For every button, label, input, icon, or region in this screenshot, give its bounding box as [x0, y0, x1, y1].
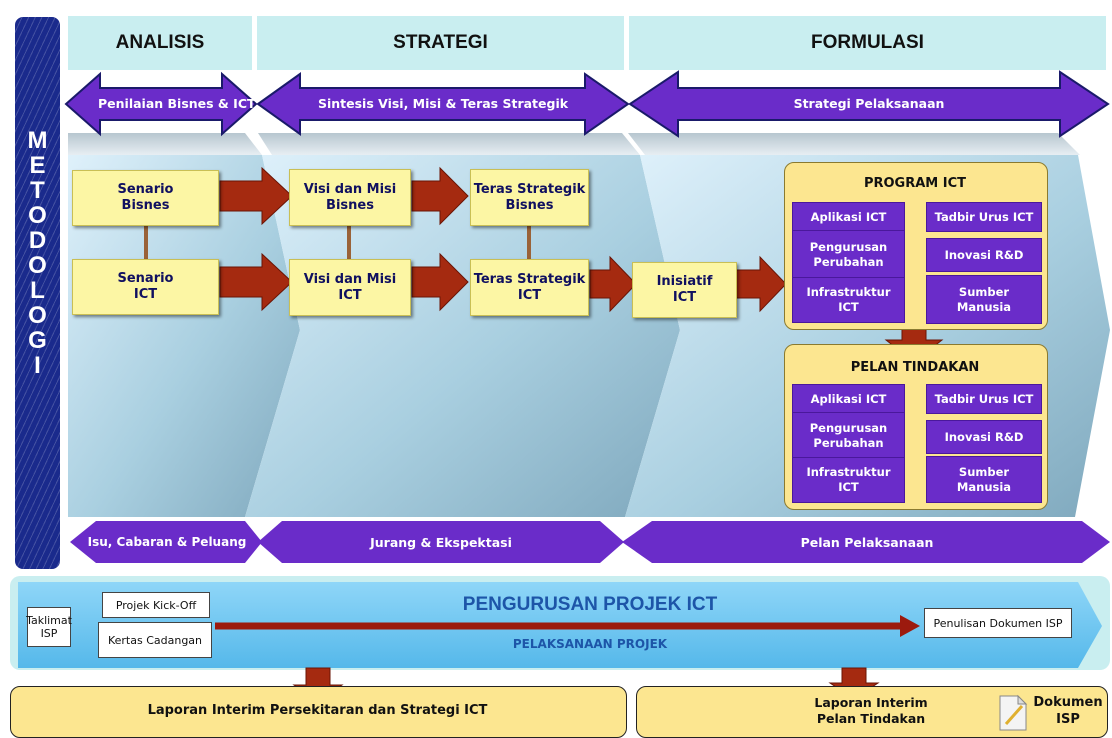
- flow-arrow-senario-bisnes: [219, 166, 293, 226]
- box-projek-kickoff: Projek Kick-Off: [102, 592, 210, 618]
- label-isu-cabaran: Isu, Cabaran & Peluang: [87, 535, 247, 549]
- chevron-analisis: [68, 155, 300, 517]
- dokumen-isp-label: Dokumen ISP: [1033, 695, 1103, 727]
- metodologi-letter: O: [28, 252, 47, 279]
- arrow-pelan-pelaksanaan: [622, 521, 1110, 563]
- box-senario-ict: Senario ICT: [72, 259, 219, 315]
- pelan-tadbir-urus-ict: Tadbir Urus ICT: [926, 384, 1042, 414]
- program-inovasi-rd: Inovasi R&D: [926, 238, 1042, 272]
- pelan-infrastruktur-ict: Infrastruktur ICT: [792, 457, 905, 503]
- box-senario-bisnes: Senario Bisnes: [72, 170, 219, 226]
- chevron-analisis-top: [68, 133, 262, 155]
- phase-analisis: ANALISIS: [68, 16, 252, 70]
- metodologi-letter: E: [29, 152, 46, 179]
- document-icon: [999, 694, 1028, 731]
- phase-formulasi: FORMULASI: [629, 16, 1106, 70]
- projek-title: PENGURUSAN PROJEK ICT: [462, 594, 718, 615]
- flow-arrow-inisiatif: [735, 255, 787, 313]
- arrow-sintesis: [256, 72, 630, 136]
- box-penulisan-dokumen: Penulisan Dokumen ISP: [924, 608, 1072, 638]
- laporan-right-text: Laporan Interim Pelan Tindakan: [814, 695, 928, 726]
- box-teras-bisnes: Teras Strategik Bisnes: [470, 169, 589, 226]
- pelan-sumber-manusia: Sumber Manusia: [926, 456, 1042, 503]
- label-pelan-pelaksanaan: Pelan Pelaksanaan: [800, 535, 934, 550]
- label-sintesis: Sintesis Visi, Misi & Teras Strategik: [317, 96, 569, 111]
- program-pengurusan-perubahan: Pengurusan Perubahan: [792, 230, 905, 279]
- metodologi-bar: [15, 17, 60, 569]
- program-sumber-manusia: Sumber Manusia: [926, 275, 1042, 324]
- metodologi-letter: L: [30, 277, 45, 304]
- pelan-pengurusan-perubahan: Pengurusan Perubahan: [792, 412, 905, 459]
- phase-strategi: STRATEGI: [257, 16, 624, 70]
- flow-arrow-visi-ict: [411, 252, 469, 312]
- program-infrastruktur-ict: Infrastruktur ICT: [792, 277, 905, 323]
- pelan-aplikasi-ict: Aplikasi ICT: [792, 384, 905, 414]
- program-aplikasi-ict: Aplikasi ICT: [792, 202, 905, 232]
- metodologi-letter: T: [30, 177, 45, 204]
- label-jurang: Jurang & Ekspektasi: [370, 535, 512, 550]
- flow-arrow-teras-ict: [589, 255, 637, 313]
- connector-visi: [347, 224, 351, 260]
- metodologi-letter: D: [28, 227, 47, 254]
- label-penilaian: Penilaian Bisnes & ICT: [98, 96, 256, 111]
- flow-arrow-senario-ict: [219, 252, 293, 312]
- chevron-strategi: [245, 155, 680, 517]
- metodologi-letter: I: [34, 352, 41, 379]
- program-tadbir-urus-ict: Tadbir Urus ICT: [926, 202, 1042, 232]
- arrow-isu: [70, 521, 262, 563]
- program-ict-title: PROGRAM ICT: [863, 176, 967, 191]
- connector-teras: [527, 224, 531, 260]
- box-visi-misi-bisnes: Visi dan Misi Bisnes: [289, 169, 411, 226]
- metodologi-letter: M: [27, 127, 48, 154]
- metodologi-letter: G: [28, 327, 47, 354]
- box-inisiatif-ict: Inisiatif ICT: [632, 262, 737, 318]
- pelan-inovasi-rd: Inovasi R&D: [926, 420, 1042, 454]
- laporan-left-text: Laporan Interim Persekitaran dan Strateg…: [147, 703, 488, 718]
- chevron-strategi-top: [258, 133, 640, 155]
- label-strategi-pelaksanaan: Strategi Pelaksanaan: [793, 96, 945, 111]
- projek-subtitle: PELAKSANAAN PROJEK: [512, 637, 668, 651]
- metodologi-letter: O: [28, 202, 47, 229]
- arrow-strategi-pelaksanaan: [628, 70, 1110, 138]
- arrow-jurang: [258, 521, 624, 563]
- pelan-tindakan-title: PELAN TINDAKAN: [850, 360, 980, 375]
- metodologi-letter: O: [28, 302, 47, 329]
- projek-timeline-head: [900, 615, 920, 637]
- box-taklimat-isp: Taklimat ISP: [26, 607, 72, 647]
- box-kertas-cadangan: Kertas Cadangan: [98, 622, 212, 658]
- box-visi-misi-ict: Visi dan Misi ICT: [289, 259, 411, 316]
- flow-arrow-visi-bisnes: [411, 166, 469, 226]
- box-teras-ict: Teras Strategik ICT: [470, 259, 589, 316]
- chevron-formulasi-top: [628, 133, 1080, 155]
- connector-senario: [144, 224, 148, 260]
- laporan-left-bar: [10, 686, 627, 738]
- arrow-penilaian: [64, 71, 258, 137]
